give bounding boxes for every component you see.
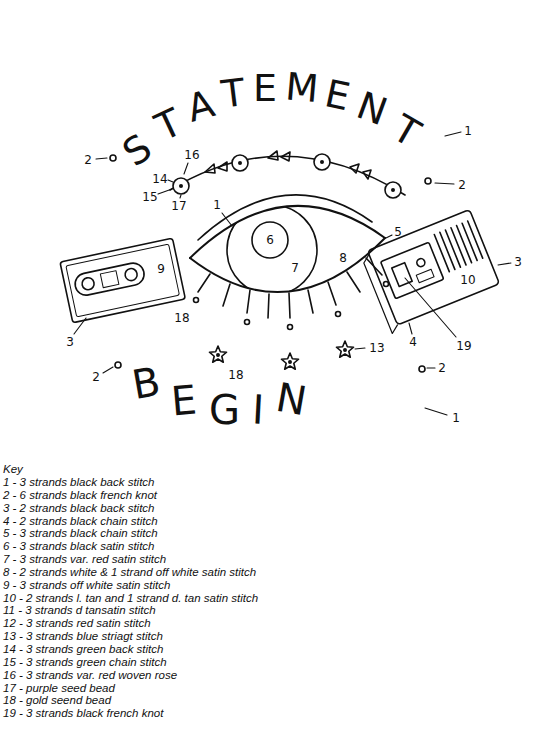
key-entry: 1 - 3 strands black back stitch bbox=[3, 476, 258, 489]
key-entry: 13 - 3 strands blue striagt stitch bbox=[3, 630, 258, 643]
key-entry: 15 - 3 strands green chain stitch bbox=[3, 656, 258, 669]
callout-number: 2 bbox=[458, 179, 466, 191]
callout-number: 15 bbox=[142, 191, 157, 203]
key-entry: 5 - 3 strands black chain stitch bbox=[3, 527, 258, 540]
garland-vine bbox=[170, 156, 405, 195]
lettering-arc: STATEMENT bbox=[124, 69, 425, 107]
callout-number: 2 bbox=[92, 371, 100, 383]
callout-number: 2 bbox=[84, 154, 92, 166]
callout-number: 6 bbox=[266, 234, 274, 246]
callout-number: 2 bbox=[438, 362, 446, 374]
lettering-arc: BEGIN bbox=[132, 390, 317, 430]
lettering-glyph: T bbox=[220, 72, 256, 114]
callout-number: 13 bbox=[369, 342, 384, 354]
callout-number: 4 bbox=[409, 336, 417, 348]
rose-bead-symbol bbox=[173, 154, 401, 198]
lettering-glyph: E bbox=[170, 378, 211, 421]
tape-recorder bbox=[360, 210, 502, 334]
lettering-glyph: S bbox=[116, 123, 164, 173]
key-entry: 12 - 3 strands red satin stitch bbox=[3, 617, 258, 630]
lettering-glyph: N bbox=[352, 86, 399, 134]
callout-number: 8 bbox=[339, 252, 347, 264]
callout-number: 10 bbox=[460, 274, 475, 286]
callout-number: 7 bbox=[291, 262, 299, 274]
callout-number: 19 bbox=[456, 340, 471, 352]
key-entry: 19 - 3 strands black french knot bbox=[3, 707, 258, 720]
lettering-glyph: G bbox=[209, 390, 252, 430]
callout-number: 1 bbox=[213, 199, 221, 211]
callout-number: 9 bbox=[157, 263, 165, 275]
callout-number: 18 bbox=[228, 369, 243, 381]
key-heading: Key bbox=[3, 463, 23, 476]
key-entry: 18 - gold seend bead bbox=[3, 694, 258, 707]
key-entry: 3 - 2 strands black back stitch bbox=[3, 502, 258, 515]
lettering-glyph: E bbox=[253, 69, 285, 107]
seed-bead-symbol bbox=[194, 282, 389, 330]
callout-number: 5 bbox=[394, 226, 402, 238]
leaf-symbol bbox=[205, 151, 371, 179]
key-entry: 17 - purple seed bead bbox=[3, 682, 258, 695]
callout-number: 16 bbox=[184, 149, 199, 161]
eyelash-lines bbox=[198, 258, 382, 318]
french-knot-symbol bbox=[110, 155, 431, 372]
key-entry: 10 - 2 strands l. tan and 1 strand d. ta… bbox=[3, 592, 258, 605]
eyelid-crease bbox=[198, 195, 372, 240]
lettering-glyph: M bbox=[283, 67, 327, 108]
lettering-glyph: I bbox=[251, 389, 277, 430]
key-entry: 14 - 3 strands green back stitch bbox=[3, 643, 258, 656]
star-symbol bbox=[209, 341, 353, 369]
key-entry: 7 - 3 strands var. red satin stitch bbox=[3, 553, 258, 566]
lettering-glyph: T bbox=[387, 109, 433, 158]
callout-number: 3 bbox=[66, 336, 74, 348]
callout-number: 14 bbox=[152, 173, 167, 185]
key-entry: 8 - 2 strands white & 1 strand off white… bbox=[3, 566, 258, 579]
pupil-outline bbox=[252, 222, 288, 258]
key-entry: 16 - 3 strands var. red woven rose bbox=[3, 669, 258, 682]
callout-number: 18 bbox=[174, 312, 189, 324]
leader-line bbox=[74, 132, 511, 415]
key-entry: 2 - 6 strands black french knot bbox=[3, 489, 258, 502]
callout-number: 1 bbox=[464, 125, 472, 137]
callout-number: 3 bbox=[514, 256, 522, 268]
lettering-glyph: A bbox=[183, 82, 226, 128]
seed-bead-dot bbox=[179, 160, 395, 192]
key-entry: 6 - 3 strands black satin stitch bbox=[3, 540, 258, 553]
lower-eyelid bbox=[190, 238, 385, 292]
lettering-glyph: N bbox=[273, 377, 321, 424]
iris-outline bbox=[227, 205, 317, 295]
key-entry: 9 - 3 strands off white satin stitch bbox=[3, 579, 258, 592]
lettering-glyph: B bbox=[129, 359, 175, 405]
key-entry: 11 - 3 strands d tansatin stitch bbox=[3, 604, 258, 617]
cassette-tape bbox=[60, 238, 185, 323]
callout-number: 17 bbox=[171, 200, 186, 212]
key-entry: 4 - 2 strands black chain stitch bbox=[3, 515, 258, 528]
upper-eyelid bbox=[190, 206, 385, 258]
key-list: 1 - 3 strands black back stitch2 - 6 str… bbox=[3, 476, 258, 720]
callout-number: 1 bbox=[452, 412, 460, 424]
